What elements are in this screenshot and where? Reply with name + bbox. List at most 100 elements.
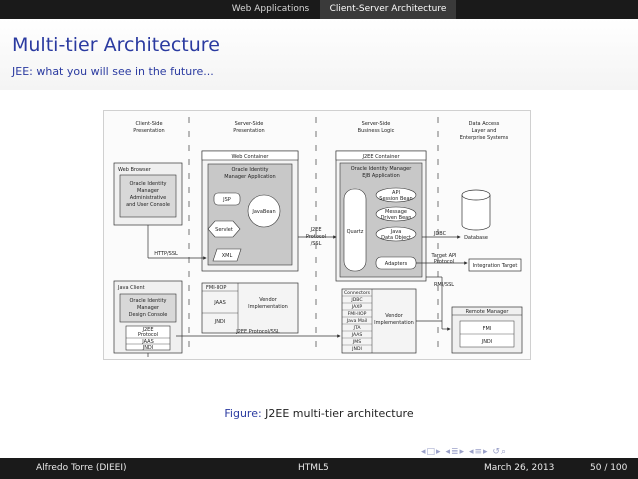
svg-text:Java Mail: Java Mail [346, 318, 368, 324]
web-container-title: Web Container [232, 154, 270, 160]
java-client-box: Java Client Oracle Identity Manager Desi… [113, 280, 183, 354]
svg-text:JNDI: JNDI [142, 345, 154, 351]
svg-text:Driven Bean: Driven Bean [381, 215, 412, 221]
svg-text:JMS: JMS [352, 339, 361, 345]
svg-text:Vendor: Vendor [385, 313, 404, 319]
message-driven-bean-node: Message [385, 209, 407, 215]
column-header-server-1: Server-Side [235, 121, 264, 127]
footer-bar: Alfredo Torre (DIEEI) HTML5 March 26, 20… [0, 458, 638, 479]
nav-item-client-server-architecture[interactable]: Client-Server Architecture [320, 0, 456, 19]
footer-short-title: HTML5 [298, 463, 329, 473]
svg-text:JDBC: JDBC [350, 297, 362, 303]
column-header-business-2: Business Logic [358, 128, 395, 134]
section-icon: ≣ [450, 447, 460, 457]
xml-node: XML [222, 253, 233, 259]
servlet-node: Servlet [215, 227, 233, 233]
svg-text:Data Object: Data Object [381, 235, 411, 241]
svg-text:JNDI: JNDI [351, 346, 362, 352]
java-data-object-node: Java [390, 229, 402, 235]
column-headers: Client-Side Presentation Server-Side Pre… [133, 121, 508, 141]
column-header-data-2: Layer and [472, 128, 497, 134]
figure-caption-prefix: Figure: [224, 407, 262, 420]
web-browser-title: Web Browser [118, 167, 152, 173]
title-area [0, 19, 638, 90]
svg-text:Protocol: Protocol [138, 332, 158, 338]
svg-text:FMI-IIOP: FMI-IIOP [348, 311, 367, 317]
footer-page-number: 50 / 100 [590, 463, 628, 473]
subsection-next-icon[interactable]: ▸ [483, 447, 489, 457]
subsection-icon: ≡ [474, 447, 484, 457]
svg-text:JAAS: JAAS [213, 300, 226, 306]
top-navigation-bar: Web Applications Client-Server Architect… [0, 0, 638, 19]
frame-prev-icon[interactable]: ◂ [421, 447, 427, 457]
fmi-implementation-box: FMI-IIOP JAAS JNDI Vendor Implementation [201, 282, 299, 334]
svg-text:JTA: JTA [353, 325, 362, 331]
web-browser-box: Web Browser Oracle Identity Manager Admi… [113, 162, 183, 226]
svg-text:/SSL: /SSL [311, 241, 322, 247]
subsection-prev-icon[interactable]: ◂ [468, 447, 475, 457]
integration-target-label: Integration Target [473, 263, 518, 269]
column-header-business-1: Server-Side [362, 121, 391, 127]
api-session-bean-node: API [392, 190, 400, 196]
connections [147, 225, 468, 357]
connectors-box: Connectors JDBC JAXP FMI-IIOP Java Mail … [341, 288, 417, 354]
rmi-ssl-label: RMI/SSL [434, 282, 454, 288]
architecture-diagram: Client-Side Presentation Server-Side Pre… [113, 117, 523, 357]
frame-next-icon[interactable]: ▸ [436, 447, 442, 457]
svg-text:Implementation: Implementation [248, 304, 288, 310]
figure-caption-text: J2EE multi-tier architecture [265, 407, 414, 420]
svg-text:Protocol: Protocol [434, 259, 454, 265]
section-prev-icon[interactable]: ◂ [445, 447, 451, 457]
svg-text:Oracle Identity: Oracle Identity [129, 298, 166, 304]
column-header-data-1: Data Access [469, 121, 500, 127]
slide-title: Multi-tier Architecture [12, 34, 220, 56]
svg-text:Manager: Manager [137, 305, 160, 311]
svg-text:J2EE: J2EE [310, 227, 322, 233]
adapters-node: Adapters [385, 261, 408, 267]
database-label: Database [464, 235, 488, 241]
column-header-data-3: Enterprise Systems [460, 135, 509, 141]
svg-text:JNDI: JNDI [481, 339, 493, 345]
footer-date: March 26, 2013 [484, 463, 555, 473]
footer-author: Alfredo Torre (DIEEI) [36, 463, 127, 473]
remote-manager-title: Remote Manager [466, 309, 510, 315]
jsp-node: JSP [222, 197, 231, 203]
search-icon[interactable]: ⌕ [500, 447, 508, 457]
svg-text:JAXP: JAXP [351, 304, 363, 310]
svg-text:JAAS: JAAS [141, 339, 154, 345]
jdbc-label: JDBC [433, 231, 447, 237]
svg-text:FMI: FMI [483, 326, 492, 332]
remote-manager-box: Remote Manager FMI JNDI [451, 306, 523, 354]
svg-text:Implementation: Implementation [374, 320, 414, 326]
column-header-server-2: Presentation [233, 128, 264, 134]
svg-text:Connectors: Connectors [344, 290, 371, 296]
http-ssl-label: HTTP/SSL [154, 251, 178, 257]
svg-text:and User Console: and User Console [126, 202, 170, 208]
j2ee-container-box: J2EE Container Oracle Identity Manager E… [335, 150, 427, 282]
svg-text:Target API: Target API [431, 253, 457, 259]
svg-text:Manager Application: Manager Application [224, 174, 275, 180]
svg-text:Protocol: Protocol [306, 234, 326, 240]
svg-text:Oracle Identity: Oracle Identity [129, 181, 166, 187]
j2ee-protocol-ssl-label: J2EE Protocol/SSL [235, 329, 280, 335]
quartz-node: Quartz [347, 229, 364, 235]
javabean-node: JavaBean [251, 209, 275, 215]
beamer-navigation: ◂□▸ ◂≣▸ ◂≡▸ ↺⌕ [421, 447, 507, 457]
tier-separators [188, 117, 439, 355]
java-client-title: Java Client [117, 285, 145, 291]
frame-icon: □ [426, 447, 437, 457]
back-icon[interactable]: ↺ [492, 447, 501, 457]
web-container-box: Web Container Oracle Identity Manager Ap… [201, 150, 299, 272]
j2ee-container-title: J2EE Container [362, 154, 401, 160]
section-next-icon[interactable]: ▸ [459, 447, 466, 457]
database-cylinder: Database [461, 189, 491, 241]
nav-item-web-applications[interactable]: Web Applications [231, 4, 310, 14]
figure-caption: Figure: J2EE multi-tier architecture [0, 407, 638, 420]
svg-text:Session Bean: Session Bean [379, 196, 412, 202]
slide-subtitle: JEE: what you will see in the future... [12, 65, 214, 78]
svg-text:EJB Application: EJB Application [362, 173, 400, 179]
svg-text:JNDI: JNDI [214, 319, 226, 325]
integration-target-box: Integration Target [468, 258, 522, 272]
architecture-figure: Client-Side Presentation Server-Side Pre… [103, 110, 531, 360]
svg-text:Vendor: Vendor [259, 297, 278, 303]
